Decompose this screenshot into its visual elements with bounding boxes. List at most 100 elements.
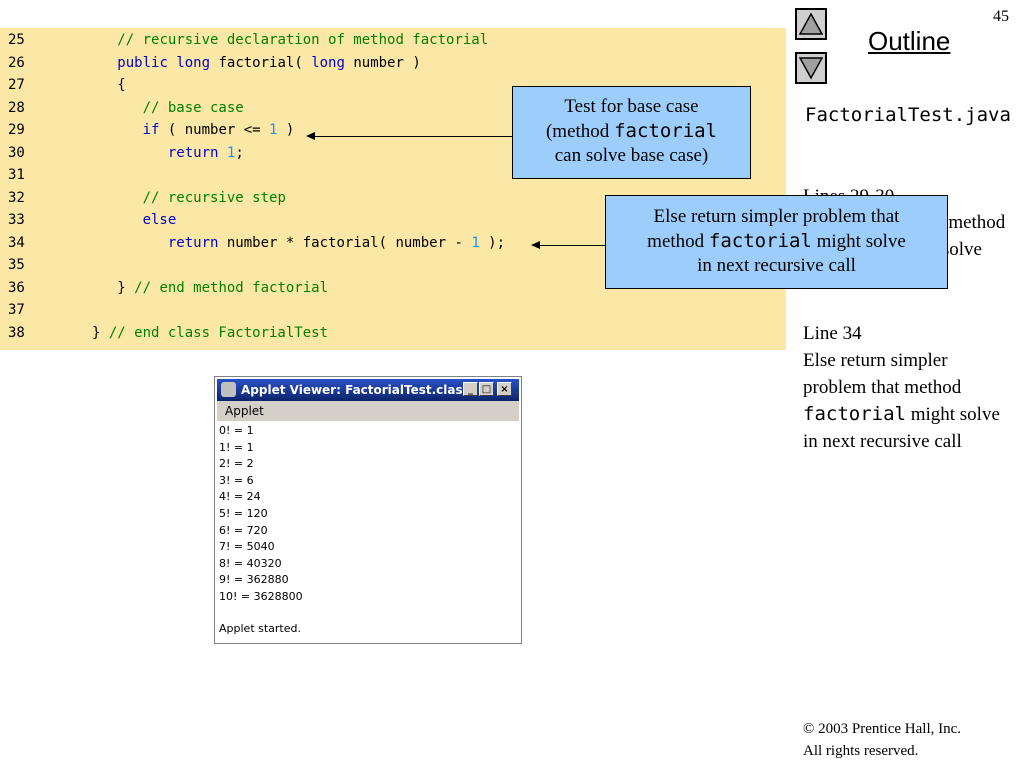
callout-base-case: Test for base case (method factorial can…: [512, 86, 751, 179]
code-line: 28 // base case: [8, 97, 244, 119]
side-note-title: Line 34: [803, 323, 862, 344]
code-indent: [92, 55, 117, 71]
output-line: 9! = 362880: [219, 573, 289, 587]
line-number: 31: [8, 167, 25, 183]
code-line: 36 } // end method factorial: [8, 277, 328, 299]
callout-recursive-step: Else return simpler problem that method …: [605, 195, 948, 289]
output-line: 5! = 120: [219, 507, 268, 520]
code-token: return: [167, 144, 219, 161]
code-token: ;: [235, 144, 244, 161]
callout-mono: factorial: [614, 120, 718, 142]
code-token: 1: [269, 122, 278, 138]
code-line: 25 // recursive declaration of method fa…: [8, 29, 488, 51]
line-number: 28: [8, 99, 25, 116]
side-note-mono: factorial: [803, 403, 906, 425]
maximize-button[interactable]: □: [479, 382, 494, 396]
java-cup-icon: [221, 382, 236, 397]
callout-line: method factorial might solve: [606, 229, 947, 254]
code-line: 27 {: [8, 74, 126, 96]
callout-text: method: [647, 231, 709, 252]
code-line: 37: [8, 299, 92, 321]
callout-mono: factorial: [708, 230, 812, 252]
applet-titlebar[interactable]: Applet Viewer: FactorialTest.class _ □ ×: [217, 379, 519, 401]
output-line: 3! = 6: [219, 473, 254, 487]
code-token: // recursive declaration of method facto…: [117, 32, 489, 48]
code-line: 34 return number * factorial( number - 1…: [8, 232, 505, 254]
output-line: 8! = 40320: [219, 556, 282, 570]
file-name: FactorialTest.java: [805, 104, 1011, 126]
triangle-up-icon: [799, 12, 823, 35]
applet-menubar: Applet: [217, 401, 519, 421]
code-line: 33 else: [8, 209, 176, 231]
output-line: 0! = 1: [219, 424, 254, 437]
line-number: 32: [8, 189, 25, 206]
callout-line: Test for base case: [564, 96, 699, 117]
code-token: 1: [226, 144, 236, 161]
code-token: [218, 145, 226, 161]
callout-text: might solve: [811, 231, 906, 252]
callout-line: (method factorial: [513, 119, 750, 144]
next-slide-button[interactable]: [795, 52, 827, 84]
callout-arrowhead-icon: [531, 241, 540, 249]
line-number: 30: [8, 144, 25, 161]
side-note-text-b: might solve in next recursive call: [803, 404, 1000, 452]
line-number: 26: [8, 54, 25, 71]
line-number: 37: [8, 302, 25, 318]
applet-viewer-window: Applet Viewer: FactorialTest.class _ □ ×…: [214, 376, 522, 644]
code-token: {: [117, 77, 126, 93]
line-number: 34: [8, 234, 25, 251]
page-number: 45: [993, 8, 1009, 25]
code-token: return: [167, 234, 219, 251]
code-indent: [92, 100, 143, 116]
code-line: 30 return 1;: [8, 142, 244, 164]
code-line: 31: [8, 164, 92, 186]
code-token: // base case: [142, 99, 244, 116]
code-token: ( number <=: [159, 122, 270, 138]
line-number: 33: [8, 212, 25, 228]
code-token: public: [117, 54, 168, 71]
line-number: 38: [8, 324, 25, 341]
callout-arrow-line: [312, 136, 512, 137]
code-token: }: [92, 324, 109, 341]
code-token: factorial(: [210, 54, 312, 71]
code-line: 26 public long factorial( long number ): [8, 52, 421, 74]
code-indent: [92, 145, 168, 161]
code-token: else: [142, 212, 177, 228]
callout-line: in next recursive call: [697, 255, 856, 276]
side-note-line-34: Line 34 Else return simpler problem that…: [803, 320, 1015, 455]
code-indent: [92, 77, 117, 93]
callout-text: (method: [545, 121, 615, 142]
code-token: // end method factorial: [134, 279, 329, 296]
code-indent: [92, 235, 168, 251]
output-line: 1! = 1: [219, 440, 254, 454]
line-number: 29: [8, 122, 25, 138]
line-number: 25: [8, 32, 25, 48]
triangle-down-icon: [799, 57, 823, 80]
line-number: 27: [8, 77, 25, 93]
applet-menu-item[interactable]: Applet: [225, 404, 264, 418]
code-token: long: [176, 54, 211, 71]
output-line: 4! = 24: [219, 490, 261, 504]
code-token: );: [479, 234, 506, 251]
callout-arrow-line: [538, 245, 605, 246]
output-line: 2! = 2: [219, 457, 254, 471]
outline-title[interactable]: Outline: [868, 26, 951, 56]
code-indent: [92, 122, 143, 138]
previous-slide-button[interactable]: [795, 8, 827, 40]
close-button[interactable]: ×: [497, 382, 512, 396]
copyright-line: All rights reserved.: [803, 743, 919, 759]
side-note-text-a: Else return simpler problem that method: [803, 350, 962, 398]
output-line: 10! = 3628800: [219, 590, 303, 603]
callout-line: can solve base case): [554, 145, 709, 166]
copyright: © 2003 Prentice Hall, Inc. All rights re…: [803, 718, 961, 762]
minimize-button[interactable]: _: [463, 382, 478, 396]
code-line: 32 // recursive step: [8, 187, 286, 209]
side-note-text: Else return simpler problem that method …: [803, 347, 1015, 455]
code-indent: [92, 280, 117, 296]
code-panel: 25 // recursive declaration of method fa…: [0, 28, 786, 350]
output-line: 7! = 5040: [219, 540, 275, 554]
code-token: }: [117, 279, 135, 296]
callout-arrowhead-icon: [306, 132, 315, 140]
code-token: number ): [344, 54, 421, 71]
